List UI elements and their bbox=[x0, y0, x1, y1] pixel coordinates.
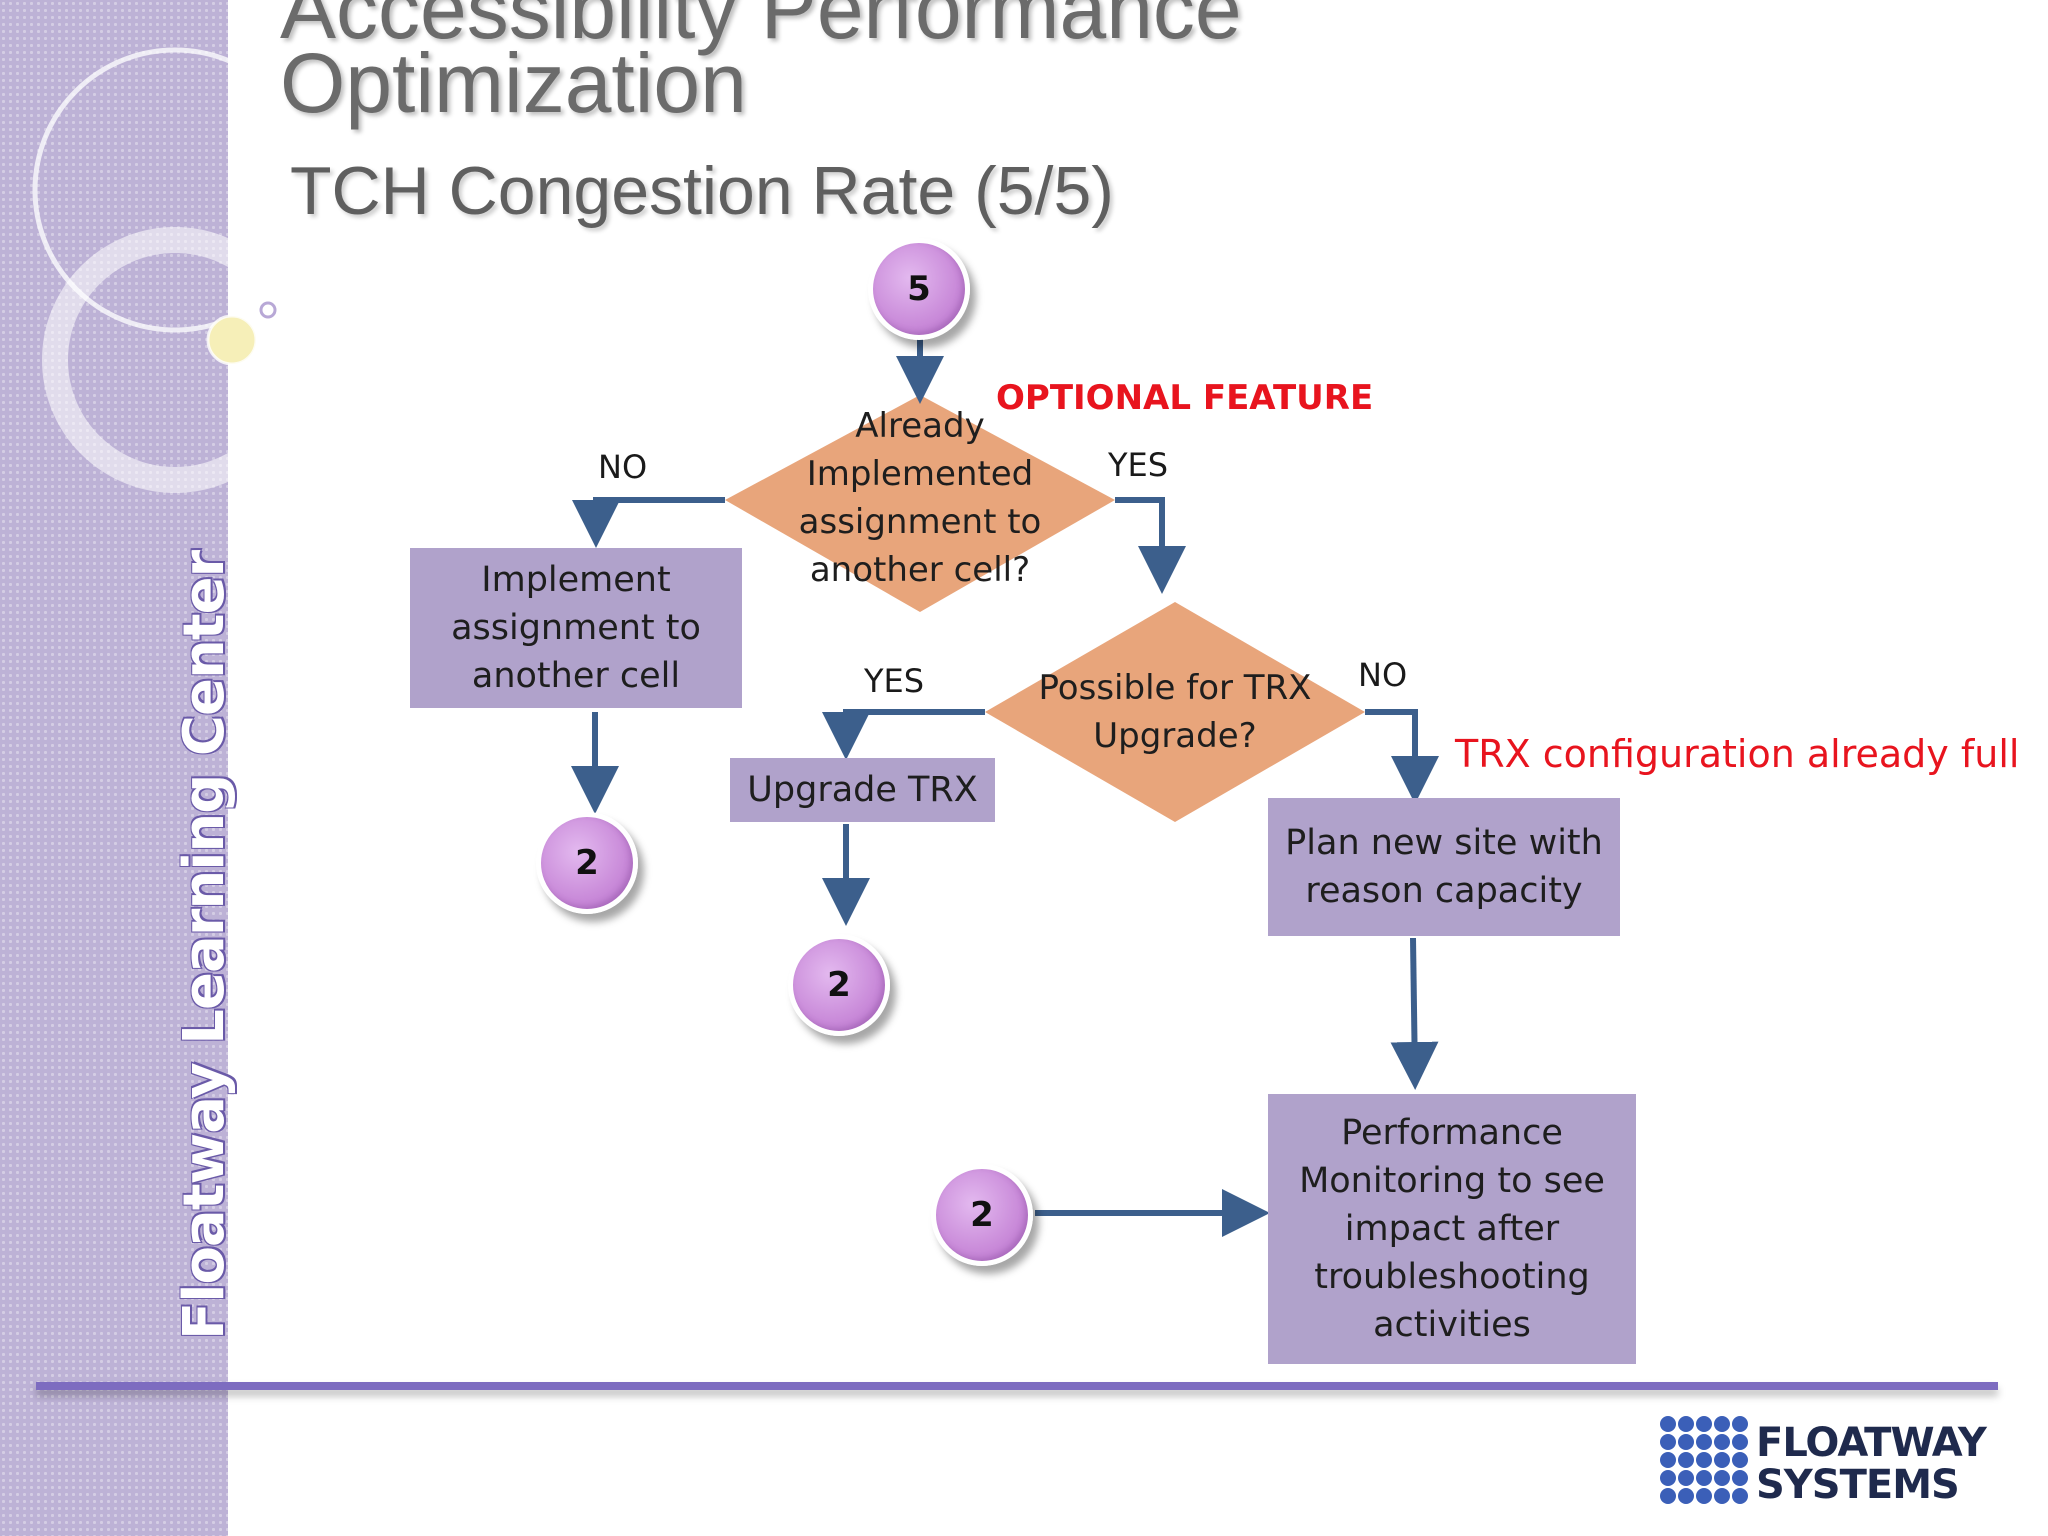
decision2-text: Possible for TRX Upgrade? bbox=[1038, 668, 1312, 756]
connector-upgrade-out: 2 bbox=[788, 934, 890, 1036]
slide-subtitle: TCH Congestion Rate (5/5) bbox=[290, 153, 1114, 229]
decision1-text: Already Implemented assignment to anothe… bbox=[798, 406, 1042, 590]
decision1-no-label: NO bbox=[598, 448, 648, 486]
decorative-rings bbox=[32, 47, 300, 493]
connector-start: 5 bbox=[868, 238, 970, 340]
logo-line2: SYSTEMS bbox=[1756, 1462, 1960, 1508]
trx-full-note: TRX configuration already full bbox=[1455, 732, 2020, 776]
logo-line1: FLOATWAY bbox=[1756, 1420, 1987, 1466]
decision2-diamond bbox=[985, 602, 1365, 822]
footer-divider bbox=[36, 1382, 1998, 1390]
optional-feature-note: OPTIONAL FEATURE bbox=[996, 378, 1374, 418]
decision2-yes-label: YES bbox=[864, 662, 925, 700]
implement-assignment-box: Implement assignment to another cell bbox=[410, 548, 742, 708]
floatway-logo-text: FLOATWAY SYSTEMS bbox=[1756, 1420, 1987, 1508]
connector-monitor-in: 2 bbox=[931, 1164, 1033, 1266]
upgrade-trx-box: Upgrade TRX bbox=[730, 758, 995, 822]
performance-monitoring-box: Performance Monitoring to see impact aft… bbox=[1268, 1094, 1636, 1364]
connector-implement-out: 2 bbox=[536, 812, 638, 914]
decision1-diamond bbox=[725, 395, 1115, 612]
decision2-no-label: NO bbox=[1358, 656, 1408, 694]
slide-title: Accessibility Performance Optimization bbox=[280, 0, 1242, 130]
floatway-logo-icon bbox=[1660, 1416, 1748, 1504]
decision1-yes-label: YES bbox=[1108, 446, 1169, 484]
plan-new-site-box: Plan new site with reason capacity bbox=[1268, 798, 1620, 936]
